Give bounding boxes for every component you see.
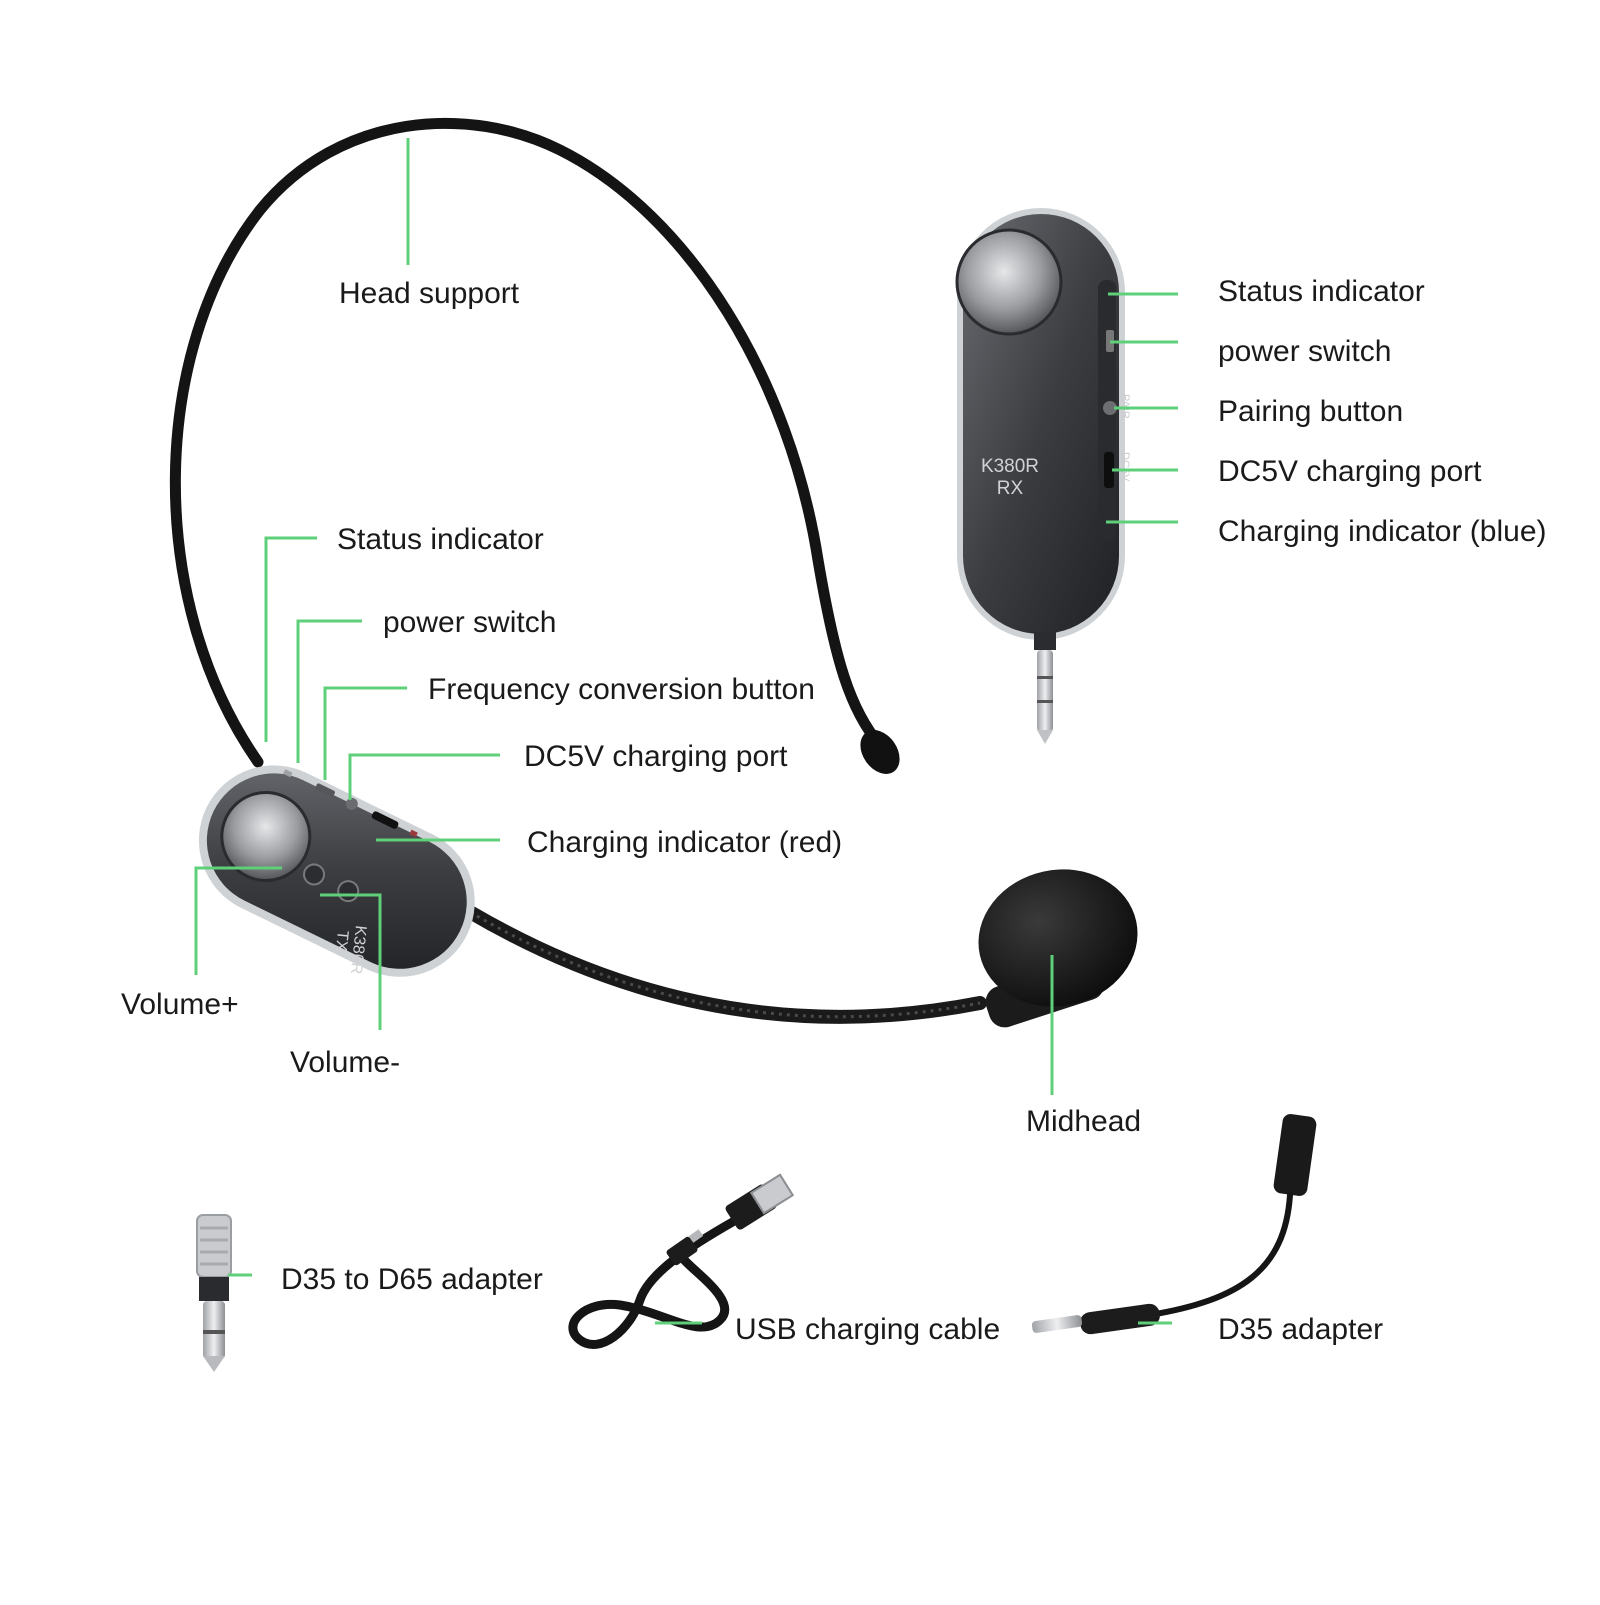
d35-to-d65-adapter-icon bbox=[196, 1214, 232, 1372]
label-rx-status-indicator: Status indicator bbox=[1218, 275, 1425, 308]
receiver-knob-icon bbox=[957, 230, 1061, 334]
leader-frequency-button bbox=[323, 686, 407, 780]
charging-indicator-red bbox=[409, 829, 418, 838]
label-midhead: Midhead bbox=[1026, 1105, 1142, 1138]
receiver-type-text: RX bbox=[997, 478, 1024, 499]
label-volume-down: Volume- bbox=[290, 1046, 401, 1079]
head-support-band bbox=[169, 117, 886, 768]
label-rx-dc5v-port: DC5V charging port bbox=[1218, 455, 1482, 488]
receiver-model-text: K380R bbox=[981, 456, 1039, 477]
receiver-plug-collar bbox=[1034, 632, 1056, 650]
label-usb-charging-cable: USB charging cable bbox=[735, 1313, 1001, 1346]
receiver-dc-text: DC5V bbox=[1119, 452, 1131, 482]
label-d35-to-d65-adapter: D35 to D65 adapter bbox=[281, 1263, 543, 1296]
label-dc5v-port: DC5V charging port bbox=[524, 740, 788, 773]
mic-foam-icon bbox=[978, 869, 1138, 1007]
receiver: K380R RX PAIR DC5V bbox=[955, 208, 1131, 744]
boom-gooseneck-highlight bbox=[469, 910, 981, 1019]
label-rx-power-switch: power switch bbox=[1218, 335, 1392, 368]
receiver-pair-text: PAIR bbox=[1119, 394, 1131, 419]
label-status-indicator: Status indicator bbox=[337, 523, 544, 556]
label-rx-charging-indicator: Charging indicator (blue) bbox=[1218, 515, 1547, 548]
receiver-pairing-button[interactable] bbox=[1103, 401, 1117, 415]
label-volume-up: Volume+ bbox=[121, 988, 239, 1021]
label-power-switch: power switch bbox=[383, 606, 557, 639]
power-switch[interactable] bbox=[315, 783, 336, 798]
dc5v-port bbox=[371, 811, 399, 829]
boom-gooseneck bbox=[463, 905, 987, 1024]
usb-cable-icon bbox=[568, 1173, 795, 1349]
receiver-dc5v-port bbox=[1104, 452, 1114, 488]
band-end-tip bbox=[860, 730, 900, 774]
frequency-button[interactable] bbox=[344, 796, 360, 812]
leader-power-switch bbox=[296, 619, 362, 763]
receiver-plug-pin bbox=[1037, 650, 1053, 732]
transmitter-model-text: K380R bbox=[347, 925, 369, 975]
transmitter-body bbox=[198, 765, 475, 977]
label-charging-indicator-red: Charging indicator (red) bbox=[527, 826, 843, 859]
leader-volume-down bbox=[320, 893, 382, 1030]
label-d35-adapter: D35 adapter bbox=[1218, 1313, 1384, 1346]
leader-volume-up bbox=[194, 866, 282, 975]
label-rx-pairing-button: Pairing button bbox=[1218, 395, 1404, 428]
volume-up-button[interactable] bbox=[301, 861, 328, 888]
label-frequency-button: Frequency conversion button bbox=[428, 673, 815, 706]
transmitter-knob-icon bbox=[221, 792, 310, 881]
status-indicator-dot bbox=[283, 769, 293, 778]
leader-status-indicator bbox=[264, 536, 317, 742]
label-head-support: Head support bbox=[339, 277, 520, 310]
leader-dc5v-port bbox=[348, 753, 500, 800]
leader-lines bbox=[194, 138, 1178, 1325]
transmitter-type-text: TX bbox=[332, 930, 351, 952]
d35-adapter-icon bbox=[1031, 1114, 1317, 1335]
